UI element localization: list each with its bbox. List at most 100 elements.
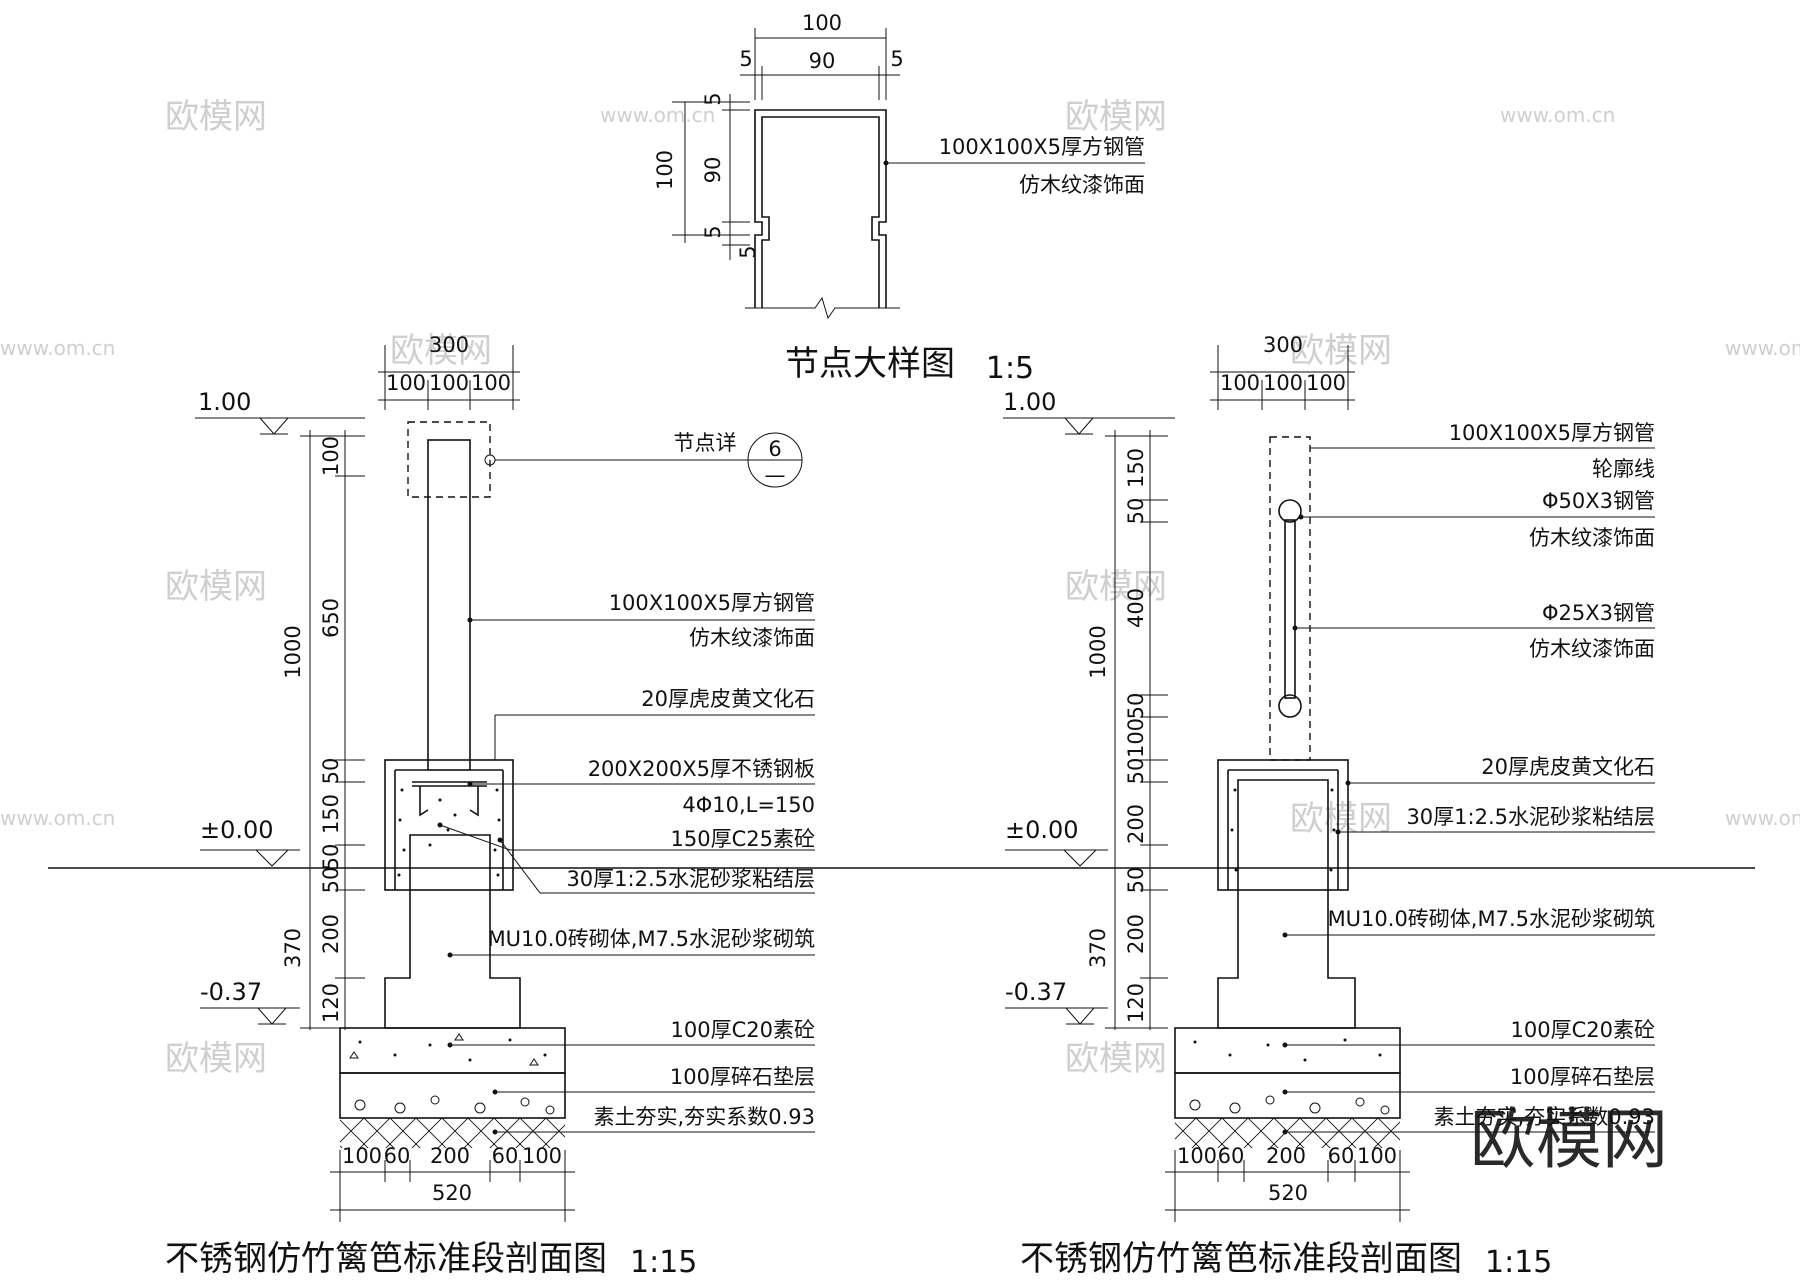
dim-seg: 400 [1124, 588, 1148, 628]
section-scale: 1:15 [1485, 1245, 1552, 1280]
bottom-dim-part: 60 [384, 1144, 411, 1168]
dim-seg: 50 [319, 758, 343, 785]
section-title: 不锈钢仿竹篱笆标准段剖面图 [165, 1239, 607, 1279]
watermark-logo: 欧模网 [1290, 331, 1392, 371]
note: Φ25X3钢管 [1542, 601, 1655, 625]
level-marker-bottom: -0.37 [1005, 978, 1108, 1025]
bottom-dim-total: 520 [1268, 1181, 1308, 1205]
level-ground: ±0.00 [1005, 816, 1079, 844]
watermark-url: www.om.cn [1725, 336, 1800, 360]
level-marker-ground: ±0.00 [200, 816, 300, 867]
top-dim-part: 100 [386, 371, 426, 395]
note: 100厚碎石垫层 [670, 1065, 815, 1089]
dim-bottom-wall: 5 [701, 225, 725, 238]
note: 200X200X5厚不锈钢板 [588, 757, 815, 781]
watermark-logo: 欧模网 [1065, 97, 1167, 137]
level-bottom: -0.37 [200, 978, 262, 1006]
watermark-logo: 欧模网 [390, 331, 492, 371]
watermark-url: www.om.cn [0, 336, 115, 360]
note: 30厚1:2.5水泥砂浆粘结层 [1406, 805, 1655, 829]
bottom-dim-part: 100 [342, 1144, 382, 1168]
callout-number: 6 [768, 437, 781, 461]
dim-total-width: 100 [802, 11, 842, 35]
dim-seg: 50 [1124, 693, 1148, 720]
top-dim-part: 100 [1263, 371, 1303, 395]
callout-sub: — [765, 463, 786, 487]
dim-seg: 50 [319, 867, 343, 894]
right-section: 1.00 ±0.00 -0.37 [925, 333, 1755, 1280]
watermark-logo: 欧模网 [1065, 567, 1167, 607]
dim-upper-total: 1000 [1086, 625, 1110, 678]
node-note-pipe: 100X100X5厚方钢管 [939, 135, 1145, 159]
note: 100X100X5厚方钢管 [609, 591, 815, 615]
watermark-logo: 欧模网 [165, 97, 267, 137]
level-ground: ±0.00 [200, 816, 274, 844]
bottom-dim-part: 200 [430, 1144, 470, 1168]
dim-seg: 100 [319, 436, 343, 476]
level-marker-top: 1.00 [1003, 388, 1175, 435]
note: 素土夯实,夯实系数0.93 [594, 1105, 815, 1129]
note: 100厚碎石垫层 [1510, 1065, 1655, 1089]
callout-label: 节点详 [674, 431, 737, 455]
note: 100厚C20素砼 [671, 1018, 815, 1042]
dim-seg: 650 [319, 598, 343, 638]
bottom-dim-part: 60 [1328, 1144, 1355, 1168]
top-dim-part: 100 [471, 371, 511, 395]
note: 素土夯实,夯实系数0.93 [1434, 1105, 1655, 1129]
dim-lower-total: 370 [281, 928, 305, 968]
dim-seg: 50 [319, 844, 343, 871]
note: 20厚虎皮黄文化石 [641, 687, 815, 711]
note: MU10.0砖砌体,M7.5水泥砂浆砌筑 [1328, 907, 1655, 931]
note: 100X100X5厚方钢管 [1449, 421, 1655, 445]
note: 100厚C20素砼 [1511, 1018, 1655, 1042]
dim-seg: 150 [1124, 448, 1148, 488]
watermark-url: www.om.cn [1500, 103, 1615, 127]
note: 仿木纹漆饰面 [1529, 526, 1655, 550]
top-dim-total: 300 [429, 333, 469, 357]
level-marker-top: 1.00 [195, 388, 365, 435]
dim-inner-height: 90 [701, 157, 725, 184]
note: Φ50X3钢管 [1542, 489, 1655, 513]
dim-wall-left: 5 [739, 47, 752, 71]
note: 30厚1:2.5水泥砂浆粘结层 [566, 867, 815, 891]
bottom-dim-total: 520 [432, 1181, 472, 1205]
top-dim-part: 100 [1220, 371, 1260, 395]
dim-seg: 100 [1124, 718, 1148, 758]
watermark-url: www.om.cn [0, 806, 115, 830]
watermark-url: www.om.cn [1725, 806, 1800, 830]
node-note-finish: 仿木纹漆饰面 [1019, 173, 1145, 197]
level-top: 1.00 [1003, 388, 1056, 416]
watermark-logo-large: 欧模网 [1470, 1101, 1668, 1178]
dim-wall-right: 5 [890, 47, 903, 71]
watermark-logo: 欧模网 [1065, 1039, 1167, 1079]
bottom-dim-part: 60 [492, 1144, 519, 1168]
dim-total-height: 100 [653, 150, 677, 190]
dim-lower-total: 370 [1086, 928, 1110, 968]
level-top: 1.00 [198, 388, 251, 416]
left-section: 1.00 ±0.00 -0.37 节点详 6 — [48, 333, 925, 1280]
note: 轮廓线 [1592, 457, 1655, 481]
note: 仿木纹漆饰面 [689, 626, 815, 650]
node-detail: 100 90 5 5 100 90 5 5 5 100X100X5厚方钢管 仿木… [653, 11, 1145, 386]
dim-groove: 5 [736, 245, 760, 258]
dim-seg: 200 [1124, 914, 1148, 954]
note: MU10.0砖砌体,M7.5水泥砂浆砌筑 [488, 927, 815, 951]
level-marker-bottom: -0.37 [200, 978, 300, 1025]
dim-inner-width: 90 [809, 49, 836, 73]
bottom-dim-part: 100 [1177, 1144, 1217, 1168]
top-dim-part: 100 [429, 371, 469, 395]
watermarks: 欧模网 www.om.cn 欧模网 www.om.cn www.om.cn 欧模… [0, 97, 1800, 1178]
level-marker-ground: ±0.00 [1005, 816, 1108, 867]
note: 仿木纹漆饰面 [1529, 637, 1655, 661]
watermark-logo: 欧模网 [165, 1039, 267, 1079]
watermark-logo: 欧模网 [165, 567, 267, 607]
dim-seg: 50 [1124, 867, 1148, 894]
bottom-dim-part: 60 [1218, 1144, 1245, 1168]
dim-seg: 120 [1124, 983, 1148, 1023]
dim-top-wall: 5 [701, 92, 725, 105]
note: 150厚C25素砼 [671, 827, 815, 851]
dim-seg: 120 [319, 983, 343, 1023]
node-detail-title: 节点大样图 [785, 344, 955, 384]
top-dim-part: 100 [1306, 371, 1346, 395]
